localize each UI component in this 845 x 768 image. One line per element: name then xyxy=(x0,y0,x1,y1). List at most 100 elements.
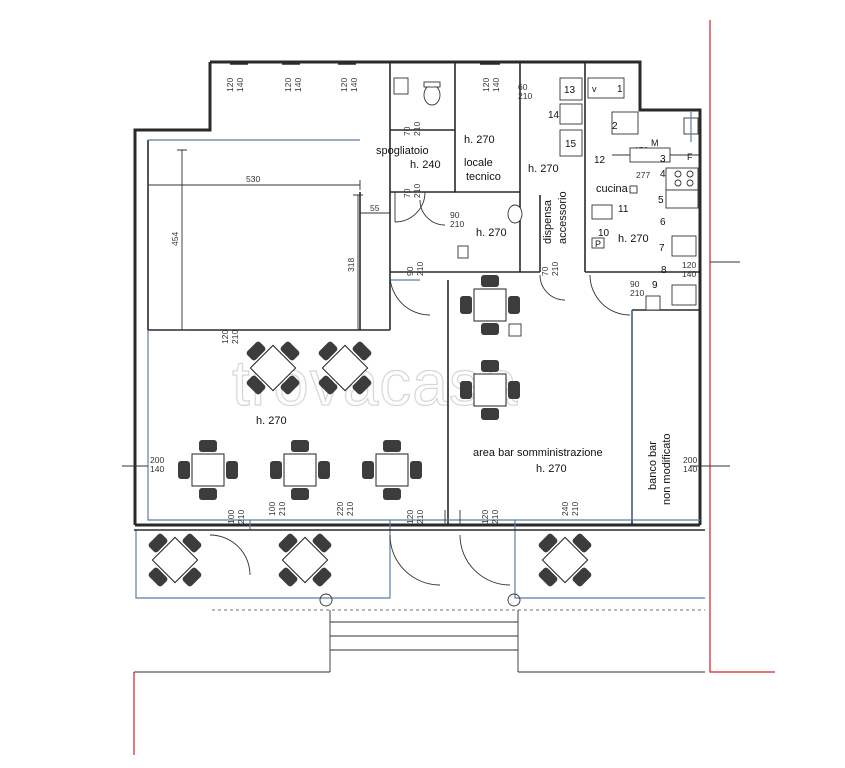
symbol-v: v xyxy=(592,84,597,94)
chair xyxy=(318,461,330,479)
item-2: 2 xyxy=(612,121,618,132)
chair xyxy=(182,533,202,553)
table-set xyxy=(538,533,592,587)
chair xyxy=(280,375,300,395)
table xyxy=(281,536,329,584)
window-dims-top: 120 140 120 140 120 140 120 140 120 140 xyxy=(225,78,696,279)
table xyxy=(473,373,507,407)
svg-text:210: 210 xyxy=(630,288,644,298)
chair xyxy=(318,375,338,395)
table-set xyxy=(278,533,332,587)
height-cucina: h. 270 xyxy=(618,233,649,245)
terrace xyxy=(134,529,705,673)
svg-text:140: 140 xyxy=(491,78,501,92)
svg-text:100: 100 xyxy=(226,510,236,524)
table-set xyxy=(460,360,520,420)
item-7: 7 xyxy=(659,243,665,254)
height-area-bar: h. 270 xyxy=(536,463,567,475)
svg-text:210: 210 xyxy=(412,184,422,198)
chair xyxy=(199,488,217,500)
item-9: 9 xyxy=(652,280,658,291)
svg-text:140: 140 xyxy=(683,464,697,474)
dim-55: 55 xyxy=(370,203,380,213)
chair xyxy=(318,341,338,361)
chair xyxy=(352,341,372,361)
svg-text:210: 210 xyxy=(550,262,560,276)
height-corridoio: h. 270 xyxy=(528,163,559,175)
label-cucina: cucina xyxy=(596,183,629,195)
height-sala: h. 270 xyxy=(256,415,287,427)
height-bagno: h. 270 xyxy=(476,227,507,239)
svg-text:60: 60 xyxy=(518,82,528,92)
chair xyxy=(291,440,309,452)
chair xyxy=(481,408,499,420)
item-3: 3 xyxy=(660,154,666,165)
window-dims-side: 200 140 200 140 xyxy=(150,455,697,474)
table xyxy=(541,536,589,584)
chair xyxy=(278,567,298,587)
svg-text:70: 70 xyxy=(402,188,412,198)
svg-text:210: 210 xyxy=(412,122,422,136)
chair xyxy=(246,341,266,361)
dim-454: 454 xyxy=(170,232,180,246)
height-locale-tecnico: h. 270 xyxy=(464,134,495,146)
label-banco-bar-2: non modificato xyxy=(661,433,673,505)
table-set xyxy=(270,440,330,500)
svg-text:140: 140 xyxy=(293,78,303,92)
chair xyxy=(481,275,499,287)
svg-text:140: 140 xyxy=(235,78,245,92)
chair xyxy=(572,533,592,553)
svg-text:120: 120 xyxy=(481,78,491,92)
chair xyxy=(199,440,217,452)
svg-text:100: 100 xyxy=(267,502,277,516)
door-dims: 60 210 70 210 70 210 90 210 90 210 70 21… xyxy=(220,82,644,524)
svg-text:120: 120 xyxy=(225,78,235,92)
chair xyxy=(182,567,202,587)
svg-text:240: 240 xyxy=(560,502,570,516)
height-spogliatoio: h. 240 xyxy=(410,159,441,171)
table-set xyxy=(460,275,520,335)
table xyxy=(321,344,369,392)
symbol-p: P xyxy=(595,239,601,249)
svg-text:210: 210 xyxy=(236,510,246,524)
chair xyxy=(280,341,300,361)
svg-text:120: 120 xyxy=(283,78,293,92)
label-banco-bar-1: banco bar xyxy=(647,441,659,490)
svg-text:70: 70 xyxy=(540,266,550,276)
exterior-walls xyxy=(133,60,702,527)
item-1: 1 xyxy=(617,84,623,95)
svg-text:210: 210 xyxy=(450,219,464,229)
svg-text:210: 210 xyxy=(277,502,287,516)
svg-text:120: 120 xyxy=(339,78,349,92)
chair xyxy=(226,461,238,479)
svg-text:210: 210 xyxy=(570,502,580,516)
svg-text:120: 120 xyxy=(405,510,415,524)
svg-text:140: 140 xyxy=(150,464,164,474)
chair xyxy=(148,533,168,553)
chair xyxy=(460,381,472,399)
bathroom-fixtures xyxy=(393,77,523,259)
dim-530: 530 xyxy=(246,174,260,184)
table-set xyxy=(178,440,238,500)
svg-text:210: 210 xyxy=(345,502,355,516)
chair xyxy=(246,375,266,395)
symbol-f: F xyxy=(687,152,693,162)
chair xyxy=(148,567,168,587)
chair xyxy=(312,567,332,587)
label-dispensa: dispensa xyxy=(542,199,554,244)
chair xyxy=(572,567,592,587)
svg-text:120: 120 xyxy=(682,260,696,270)
table xyxy=(151,536,199,584)
chair xyxy=(410,461,422,479)
svg-text:90: 90 xyxy=(450,210,460,220)
label-locale-tecnico-1: locale xyxy=(464,157,493,169)
svg-text:90: 90 xyxy=(405,266,415,276)
toilet-icon xyxy=(423,84,441,106)
dim-277: 277 xyxy=(636,170,650,180)
chair xyxy=(383,440,401,452)
table-set xyxy=(318,341,372,395)
table xyxy=(283,453,317,487)
table xyxy=(191,453,225,487)
chair xyxy=(362,461,374,479)
